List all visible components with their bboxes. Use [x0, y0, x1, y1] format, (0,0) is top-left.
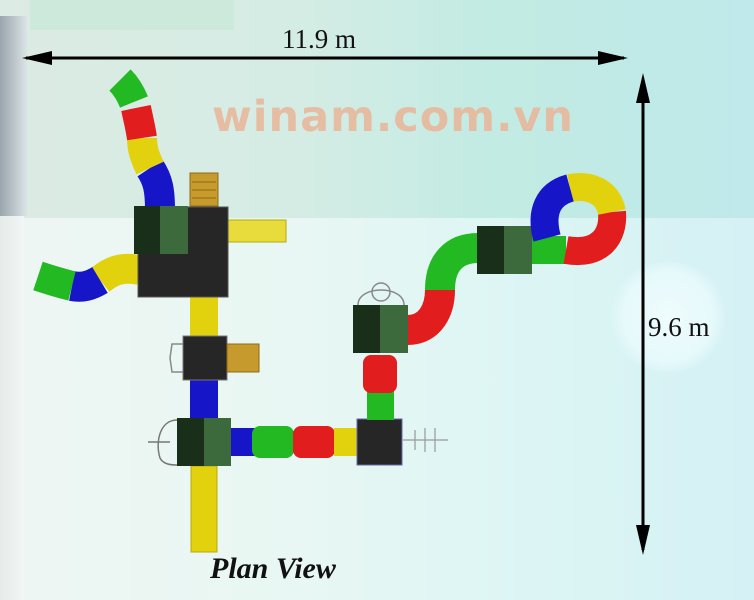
vertical-tube-center [363, 355, 397, 420]
side-shadow [0, 16, 28, 216]
yellow-connector [190, 295, 218, 337]
main-tower-large [134, 206, 229, 298]
blue-connector [190, 378, 218, 418]
tower-center [353, 282, 408, 353]
s-curve-tube [406, 233, 479, 345]
side-shadow-lower [0, 216, 24, 600]
horizontal-tube-bottom [231, 426, 360, 458]
background-tab [30, 0, 234, 30]
height-dimension-arrow [636, 73, 650, 555]
width-dimension-arrow [22, 51, 628, 65]
tower-bottom-left [148, 418, 231, 466]
watermark: winam.com.vn [212, 92, 575, 142]
height-dimension-label: 9.6 m [648, 312, 710, 342]
straight-slide-right [227, 219, 287, 243]
spiral-tube-top-left [109, 69, 175, 211]
straight-slide-bottom [190, 465, 218, 553]
spiral-tube-right [530, 173, 627, 266]
width-dimension-label: 11.9 m [282, 24, 356, 54]
tower-middle-left [169, 335, 260, 381]
tower-bottom-center [356, 418, 448, 466]
curved-tube-left [33, 253, 143, 302]
plan-view-caption: Plan View [210, 552, 336, 585]
background-top [0, 0, 754, 218]
background-glow [608, 262, 728, 372]
tower-top-right [477, 226, 532, 274]
